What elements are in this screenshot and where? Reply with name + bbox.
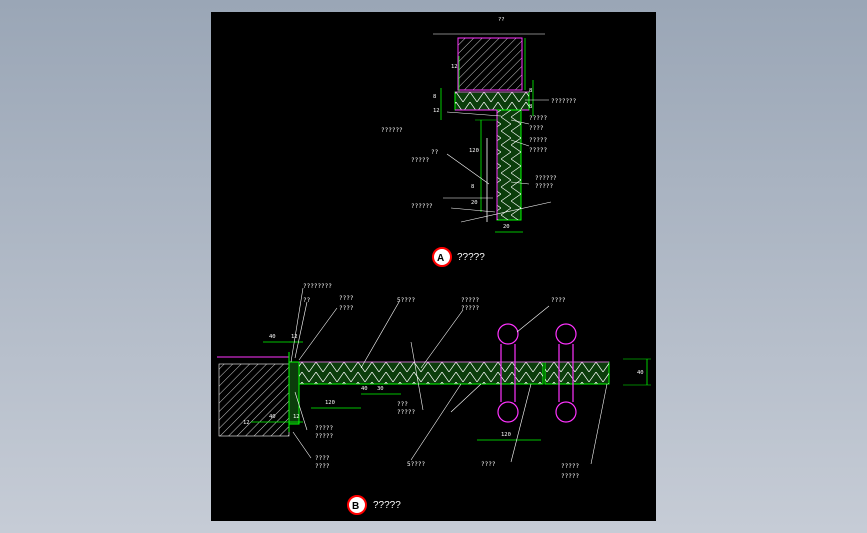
label-b-5: ????? bbox=[461, 297, 479, 304]
dim-b-6: 40 bbox=[361, 386, 368, 392]
dim-a-8: 20 bbox=[471, 200, 478, 206]
label-b-16: ????? bbox=[561, 463, 579, 470]
label-a-3: ???? bbox=[529, 125, 544, 132]
label-a-5: ?? bbox=[431, 149, 439, 156]
dim-a-6: 120 bbox=[469, 148, 479, 154]
label-a-9: ????? bbox=[535, 183, 553, 190]
label-b-13: ???? bbox=[315, 463, 330, 470]
label-b-12: ???? bbox=[315, 455, 330, 462]
leaders-a bbox=[443, 99, 549, 213]
detail-b-marker-letter: B bbox=[352, 501, 359, 512]
label-a-10: ?????? bbox=[411, 203, 433, 210]
label-b-9: ????? bbox=[397, 409, 415, 416]
dim-b-8: 120 bbox=[501, 432, 511, 438]
dim-a-2: 8 bbox=[433, 94, 436, 100]
dim-a-1: 12 bbox=[451, 64, 458, 70]
wall-section bbox=[457, 37, 523, 91]
detail-b: 40 40 12 120 40 12 12 40 30 1 bbox=[217, 283, 651, 515]
dim-a-bottom: 20 bbox=[503, 224, 510, 230]
cad-drawing: ?? 12 8 12 8 8 120 8 20 20 bbox=[217, 17, 651, 515]
dim-a-7: 8 bbox=[471, 184, 474, 190]
dim-b-0: 40 bbox=[269, 334, 276, 340]
wall-b bbox=[218, 363, 290, 437]
end-cap bbox=[288, 361, 300, 425]
dim-b-4: 12 bbox=[293, 414, 300, 420]
label-b-2: ???? bbox=[339, 295, 354, 302]
dims-b bbox=[251, 341, 541, 441]
label-b-0: ???????? bbox=[303, 283, 332, 290]
detail-b-title: ????? bbox=[373, 500, 401, 511]
label-b-1: ?? bbox=[303, 297, 311, 304]
dim-b-5: 12 bbox=[243, 420, 250, 426]
label-b-3: ???? bbox=[339, 305, 354, 312]
dim-b-1: 12 bbox=[291, 334, 298, 340]
detail-a-marker-letter: A bbox=[437, 253, 444, 264]
label-a-0: ??????? bbox=[551, 98, 577, 105]
leaders-b bbox=[290, 287, 608, 465]
label-a-8: ?????? bbox=[535, 175, 557, 182]
label-b-4: 5???? bbox=[397, 297, 415, 304]
label-a-2: ????? bbox=[529, 115, 547, 122]
label-b-14: 5???? bbox=[407, 461, 425, 468]
label-b-11: ????? bbox=[315, 433, 333, 440]
label-b-15: ???? bbox=[481, 461, 496, 468]
cad-drawing-canvas: ?? 12 8 12 8 8 120 8 20 20 bbox=[211, 12, 656, 521]
dim-b-7: 30 bbox=[377, 386, 384, 392]
detail-a: ?? 12 8 12 8 8 120 8 20 20 bbox=[381, 17, 577, 267]
label-b-17: ????? bbox=[561, 473, 579, 480]
detail-a-title: ????? bbox=[457, 252, 485, 263]
dim-b-2: 120 bbox=[325, 400, 335, 406]
support-circles bbox=[497, 323, 577, 423]
detail-a-top-dim: ?? bbox=[498, 17, 505, 23]
label-a-1: ?????? bbox=[381, 127, 403, 134]
label-a-6: ????? bbox=[411, 157, 429, 164]
detail-a-marker bbox=[432, 247, 452, 267]
label-b-7: ???? bbox=[551, 297, 566, 304]
label-a-7: ????? bbox=[529, 147, 547, 154]
dim-a-3: 12 bbox=[433, 108, 440, 114]
label-b-6: ????? bbox=[461, 305, 479, 312]
dim-b-height: 40 bbox=[637, 370, 644, 376]
label-b-8: ??? bbox=[397, 401, 408, 408]
label-a-4: ????? bbox=[529, 137, 547, 144]
label-b-10: ????? bbox=[315, 425, 333, 432]
dim-a-4: 8 bbox=[529, 88, 532, 94]
dim-b-3: 40 bbox=[269, 414, 276, 420]
detail-b-marker bbox=[347, 495, 367, 515]
dim-a-5: 8 bbox=[529, 104, 532, 110]
